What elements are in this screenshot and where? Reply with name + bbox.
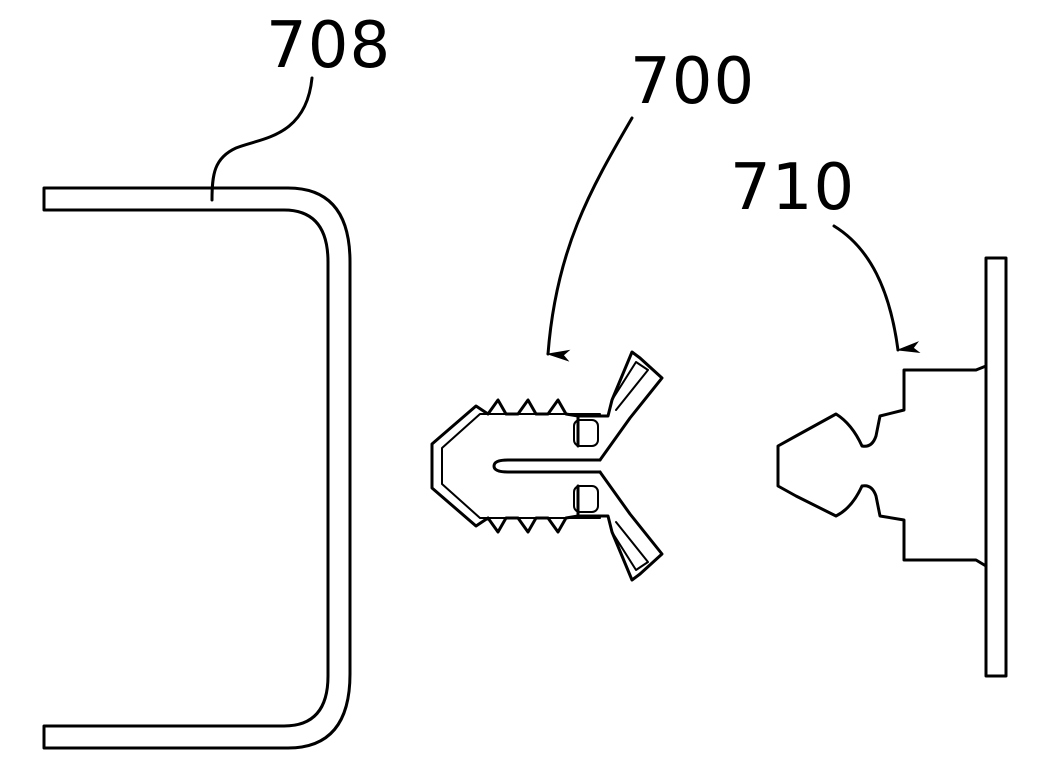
reference-label-710: 710: [730, 151, 856, 225]
reference-label-708: 708: [266, 9, 392, 83]
leader-708: [210, 76, 314, 202]
leader-700: [546, 116, 634, 362]
leader-710: [832, 224, 921, 354]
clip-700: [430, 350, 664, 582]
reference-label-700: 700: [630, 45, 756, 119]
stud-710: [776, 256, 1008, 678]
bracket-708: [42, 186, 352, 750]
